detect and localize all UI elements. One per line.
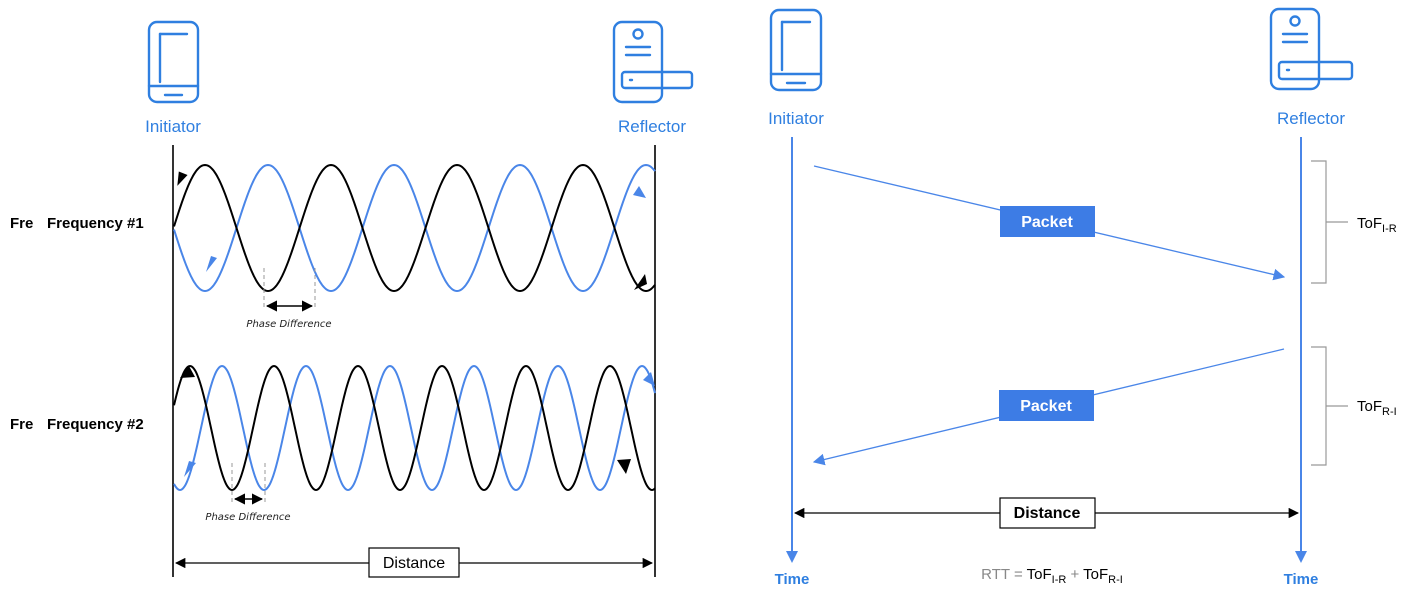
right-distance-label: Distance <box>1014 505 1081 522</box>
tof-ir-label: ToFI-R <box>1357 215 1397 235</box>
packet-1-box <box>1000 206 1095 237</box>
rtt-term-2: ToF <box>1083 566 1108 583</box>
phase-difference-1-label: Phase Difference <box>246 319 331 330</box>
frequency-1-transmitted-wave <box>173 163 656 293</box>
initiator-label: Initiator <box>768 109 824 128</box>
tof-ri-main: ToF <box>1357 398 1382 415</box>
frequency-2-end-arrow <box>617 459 631 474</box>
frequency-2-start-arrow <box>180 366 195 378</box>
frequency-2-reflect-arrow <box>643 372 655 386</box>
tof-ranging-panel: Initiator Reflector Packet Packet ToFI-R <box>768 7 1397 588</box>
frequency-2-label: Frequency #2 <box>47 416 144 433</box>
tof-ir-main: ToF <box>1357 215 1382 232</box>
tof-ir-bracket <box>1311 160 1327 284</box>
frequency-1-reflected-wave <box>173 163 656 293</box>
initiator-label: Initiator <box>145 117 201 136</box>
frequency-2-reflected-wave <box>173 364 656 492</box>
initiator-time-label: Time <box>775 571 810 588</box>
reflector-label: Reflector <box>1277 109 1345 128</box>
frequency-1-return-arrow <box>206 256 217 272</box>
packet-2-label: Packet <box>1020 398 1072 415</box>
frequency-1-reflect-arrow <box>633 186 646 198</box>
door-lock-icon <box>612 20 694 104</box>
left-distance-label: Distance <box>383 555 445 572</box>
reflector-timeline-arrow <box>1295 551 1307 563</box>
phone-icon <box>769 8 823 92</box>
phone-icon <box>147 20 200 104</box>
rtt-term-1-subscript: I-R <box>1052 574 1067 586</box>
right-distance-box <box>999 497 1096 529</box>
rtt-term-1: ToF <box>1027 566 1052 583</box>
initiator-timeline-arrow <box>786 551 798 563</box>
phase-difference-2-label: Phase Difference <box>205 512 290 523</box>
packet-2-box <box>999 390 1094 421</box>
rtt-prefix: RTT = <box>981 566 1026 583</box>
frequency-1-end-arrow <box>634 274 647 290</box>
tof-ri-bracket <box>1311 346 1327 466</box>
rtt-plus: + <box>1066 566 1083 583</box>
frequency-1-label: Frequency #1 <box>47 215 144 232</box>
reflector-time-label: Time <box>1284 571 1319 588</box>
frequency-1-start-arrow <box>177 171 188 186</box>
frequency-2-return-arrow <box>184 461 196 477</box>
rtt-term-2-subscript: R-I <box>1108 574 1123 586</box>
phase-ranging-panel: Initiator Reflector Fre Frequency #1 Fre… <box>10 20 694 578</box>
packet-1-label: Packet <box>1021 214 1073 231</box>
frequency-1-cut-label: Fre <box>10 215 33 232</box>
tof-ri-label: ToFR-I <box>1357 398 1397 418</box>
frequency-2-transmitted-wave <box>173 364 656 492</box>
tof-ir-subscript: I-R <box>1382 223 1397 235</box>
tof-ri-subscript: R-I <box>1382 406 1397 418</box>
frequency-2-cut-label: Fre <box>10 416 33 433</box>
reflector-label: Reflector <box>618 117 686 136</box>
rtt-formula: RTT = ToFI-R + ToFR-I <box>981 566 1123 586</box>
left-distance-box <box>368 547 460 578</box>
door-lock-icon <box>1269 7 1354 91</box>
